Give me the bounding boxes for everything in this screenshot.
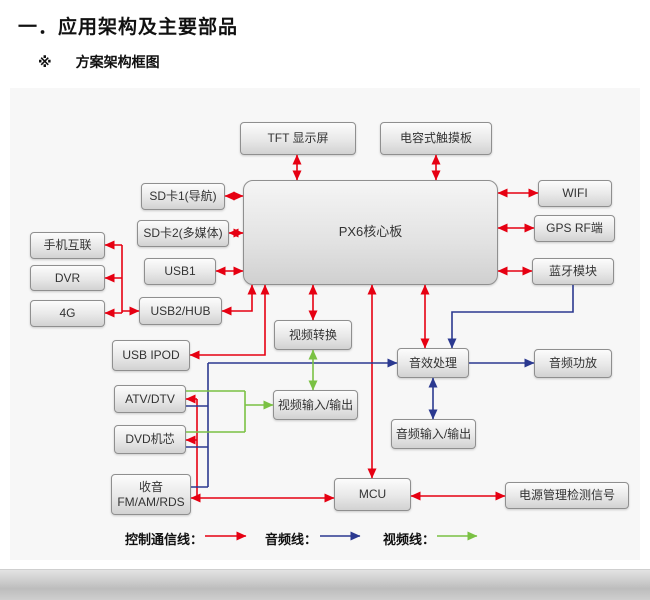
node-usb-ipod: USB IPOD [112, 340, 190, 371]
node-video-convert: 视频转换 [274, 320, 352, 350]
legend-video-label: 视频线： [383, 532, 436, 547]
node-power-mgmt: 电源管理检测信号 [505, 482, 629, 509]
node-radio: 收音 FM/AM/RDS [111, 474, 191, 515]
node-dvd: DVD机芯 [114, 425, 186, 454]
node-usb1: USB1 [144, 258, 216, 285]
node-wifi: WIFI [538, 180, 612, 207]
node-mcu: MCU [334, 478, 411, 511]
node-sd1: SD卡1(导航) [141, 183, 225, 210]
node-sd2: SD卡2(多媒体) [137, 220, 229, 247]
node-audio-amp: 音频功放 [534, 349, 612, 378]
node-atv-dtv: ATV/DTV [114, 385, 186, 413]
node-4g: 4G [30, 300, 105, 327]
node-audio-io: 音频输入/输出 [391, 419, 476, 449]
subtitle-text: 方案架构框图 [75, 54, 160, 70]
node-bluetooth: 蓝牙模块 [532, 258, 614, 285]
legend-control-label: 控制通信线： [125, 532, 204, 547]
node-audio-dsp: 音效处理 [397, 348, 469, 378]
node-usb2-hub: USB2/HUB [139, 297, 222, 325]
node-tft-display: TFT 显示屏 [240, 122, 356, 155]
subtitle: ※ 方案架构框图 [38, 52, 160, 72]
subtitle-marker: ※ [38, 54, 52, 70]
node-touch-panel: 电容式触摸板 [380, 122, 492, 155]
node-dvr: DVR [30, 265, 105, 291]
node-px6-core-board: PX6核心板 [243, 180, 498, 285]
legend-audio-label: 音频线： [265, 532, 318, 547]
footer-bar [0, 569, 650, 600]
page-title: 一．应用架构及主要部品 [18, 17, 239, 38]
node-gps-rf: GPS RF端 [534, 215, 615, 242]
node-video-io: 视频输入/输出 [273, 390, 358, 420]
node-phone-link: 手机互联 [30, 232, 105, 259]
